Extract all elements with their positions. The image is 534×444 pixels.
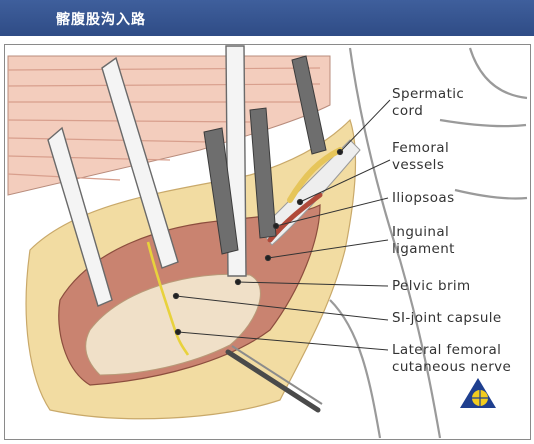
label-inguinal-ligament: Inguinal ligament [392,224,455,258]
leader-spermatic-cord [339,99,391,153]
label-iliopsoas: Iliopsoas [392,190,455,206]
header-bar: 髂腹股沟入路 [0,0,534,36]
label-spermatic-cord-line-2: cord [392,103,424,119]
logo-icon [460,378,496,408]
retractor-dark-3 [291,55,327,155]
header-title: 髂腹股沟入路 [56,12,146,28]
lateral-femoral-cutaneous-nerve [146,241,190,356]
label-pelvic-brim: Pelvic brim [392,278,471,294]
label-lateral-femoral-cutaneous-nerve-line-2: cutaneous nerve [392,359,512,375]
label-femoral-vessels: Femoral vessels [392,140,449,174]
retractors [47,45,327,307]
label-si-joint-capsule: SI-joint capsule [392,310,502,326]
label-spermatic-cord-line-1: Spermatic [392,86,465,102]
label-spermatic-cord: Spermatic cord [392,86,464,120]
leader-si-joint-capsule [175,295,389,321]
body-outline [329,47,528,439]
spermatic-cord [287,147,343,203]
label-femoral-vessels-line-2: vessels [392,157,445,173]
leader-lines [172,99,391,351]
label-inguinal-ligament-line-1: Inguinal [392,224,450,240]
retractor-center [101,56,179,269]
label-inguinal-ligament-line-2: ligament [392,241,455,257]
label-lateral-femoral-cutaneous-nerve: Lateral femoral cutaneous nerve [392,342,511,376]
leader-femoral-vessels [299,159,391,203]
label-femoral-vessels-line-1: Femoral [392,140,450,156]
retractor-dark-2 [249,107,277,239]
leader-pelvic-brim [237,281,389,287]
leader-inguinal-ligament [267,239,389,259]
leader-lateral-femoral-cutaneous-nerve [177,331,389,351]
label-lateral-femoral-cutaneous-nerve-line-1: Lateral femoral [392,342,502,358]
leader-iliopsoas [275,197,389,227]
clamp [225,345,323,413]
retractor-dark-1 [203,127,239,255]
retractor-left [47,126,113,307]
